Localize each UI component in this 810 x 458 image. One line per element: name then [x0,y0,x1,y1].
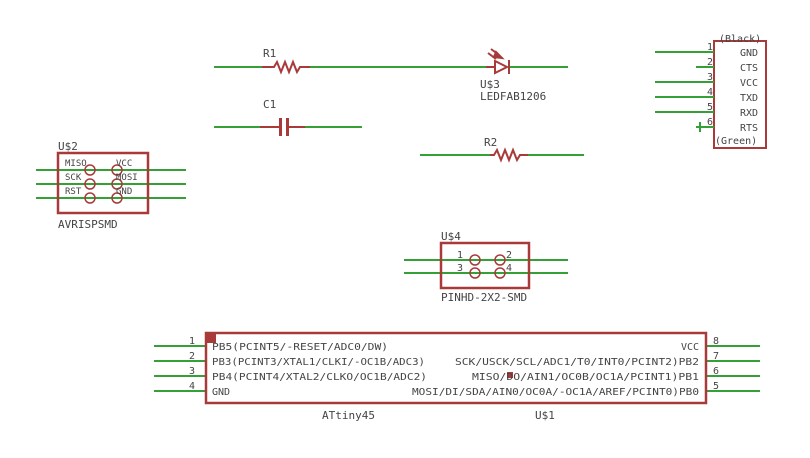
attiny-pin-num: 8 [713,336,719,347]
c1-plate-left [279,118,282,136]
ftdi-pin-num: 1 [707,42,713,53]
isp-header-u2[interactable]: MISO VCC SCK MOSI RST GND U$2 AVRISPSMD [36,140,186,231]
isp-pad-circles [84,164,123,204]
ftdi-bottom-label: (Green) [715,136,757,147]
ftdi-pin-name: CTS [740,63,758,74]
led-u3[interactable]: U$3 LEDFAB1206 [370,48,568,103]
ftdi-pin-num: 5 [707,102,713,113]
pinhd-body [439,241,531,290]
isp-name: U$2 [58,140,78,153]
pinhd-pin-num: 2 [506,250,512,261]
attiny-pin-num: 3 [189,366,195,377]
c1-plate-right [286,118,289,136]
resistor-r2[interactable]: R2 [420,136,584,163]
isp-pin-label: MOSI [116,173,138,183]
attiny45-u1[interactable]: 1 2 3 4 8 7 6 5 PB5(PCINT5/-RESET/ADC0/D… [154,331,760,422]
isp-pin-label: GND [116,187,132,197]
attiny-pin-num: 4 [189,381,195,392]
c1-name: C1 [263,98,276,111]
isp-body [56,151,150,215]
attiny-pin-num: 1 [189,336,195,347]
ftdi-pin-name: TXD [740,93,758,104]
ftdi-pin-num: 4 [707,87,713,98]
ftdi-pin-num: 2 [707,57,713,68]
led-triangle-symbol [494,59,510,75]
isp-value: AVRISPSMD [58,218,118,231]
pinhd-name: U$4 [441,230,461,243]
attiny-pin1-marker [206,333,216,343]
attiny-name: U$1 [535,409,555,422]
pinhd-pin-num: 4 [506,263,512,274]
attiny-pin-name: MOSI/DI/SDA/AIN0/OC0A/-OC1A/AREF/PCINT0)… [412,387,699,398]
attiny-value: ATtiny45 [322,409,375,422]
led-value: LEDFAB1206 [480,90,546,103]
r1-name: R1 [263,47,276,60]
r2-zigzag-symbol [490,147,528,163]
pinhd-value: PINHD-2X2-SMD [441,291,527,304]
pinhd-pin-num: 1 [457,250,463,261]
ftdi-header[interactable]: (Black) (Green) 1 2 3 4 5 6 GND CTS VCC … [655,34,767,149]
isp-pin-label: RST [65,187,82,197]
attiny-pin-name: MISO/DO/AIN1/OC0B/OC1A/PCINT1)PB1 [472,372,699,383]
isp-pin-label: SCK [65,173,82,183]
led-name: U$3 [480,78,500,91]
ftdi-pin-name: RXD [740,108,758,119]
attiny-body [204,331,708,405]
attiny-pin-name: SCK/USCK/SCL/ADC1/T0/INT0/PCINT2)PB2 [455,357,699,368]
ftdi-pin-name: RTS [740,123,758,134]
r2-name: R2 [484,136,497,149]
pinhd-pin-num: 3 [457,263,463,274]
attiny-pin-name: VCC [681,342,699,353]
attiny-pin-num: 2 [189,351,195,362]
attiny-junction-dot [507,372,513,378]
attiny-pin-num: 6 [713,366,719,377]
attiny-pin-name: PB4(PCINT4/XTAL2/CLKO/OC1B/ADC2) [212,372,427,383]
ftdi-pin-name: GND [740,48,758,59]
ftdi-body [713,40,767,149]
attiny-pin-name: GND [212,387,230,398]
attiny-pin-num: 7 [713,351,719,362]
ftdi-pin-num: 3 [707,72,713,83]
capacitor-c1[interactable]: C1 [214,98,362,136]
isp-pin-label: MISO [65,159,87,169]
isp-pin-label: VCC [116,159,132,169]
attiny-pin-num: 5 [713,381,719,392]
ftdi-pin-name: VCC [740,78,758,89]
resistor-r1[interactable]: R1 [214,47,370,75]
pinhd-pad-circles [469,254,506,279]
pin-header-u4[interactable]: 1 2 3 4 U$4 PINHD-2X2-SMD [404,230,568,304]
ftdi-top-label: (Black) [719,34,761,45]
attiny-pin-name: PB5(PCINT5/-RESET/ADC0/DW) [212,342,388,353]
led-light-arrows-icon [487,48,505,60]
ftdi-pin-num: 6 [707,117,713,128]
r1-zigzag-symbol [262,59,310,75]
attiny-pin-name: PB3(PCINT3/XTAL1/CLKI/-OC1B/ADC3) [212,357,425,368]
